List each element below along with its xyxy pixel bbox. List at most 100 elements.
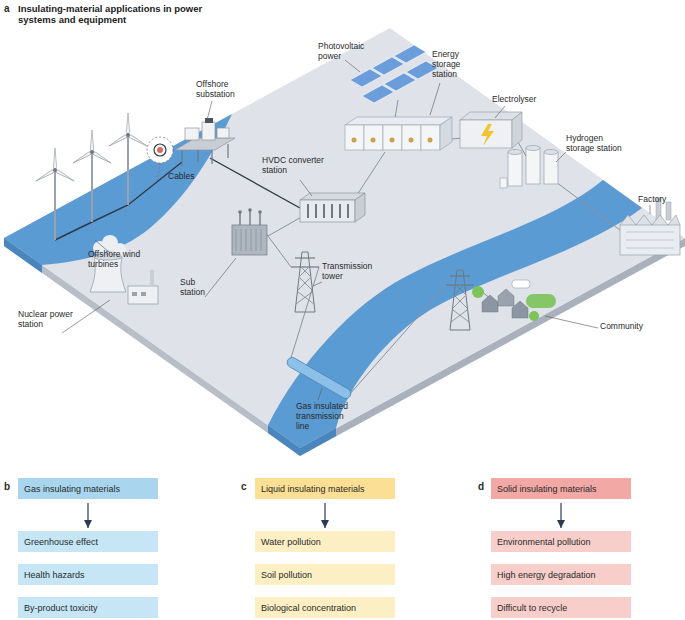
impact-box: Biological concentration [255, 597, 395, 618]
leader-lines-part [430, 83, 440, 115]
hydrogen-tanks [500, 146, 558, 189]
water-part [268, 180, 642, 448]
box-text: Difficult to recycle [497, 603, 567, 613]
hydrogen-tanks-part [526, 148, 540, 184]
hvdc-converter-station-part [300, 200, 355, 222]
community-part [498, 289, 514, 306]
offshore-wind-turbines [35, 113, 148, 240]
nuclear-power-station-part [141, 292, 146, 296]
community-part [482, 295, 498, 312]
leader-lines-part [495, 106, 505, 118]
category-header-box: Solid insulating materials [491, 478, 631, 499]
box-text: Greenhouse effect [24, 537, 98, 547]
box-text: Health hazards [24, 570, 85, 580]
cable-part [55, 162, 182, 240]
leader-lines-part [205, 258, 236, 297]
part-label: Factory [638, 195, 666, 205]
hydrogen-tanks-part [526, 146, 540, 151]
part-label: HVDC converter station [262, 156, 336, 176]
water-part [268, 425, 300, 456]
electrolyser-part [512, 112, 522, 148]
hydrogen-tanks-part [508, 152, 522, 186]
leader-lines-part [318, 388, 322, 400]
part-label: Photovoltaic power [318, 42, 376, 62]
impact-box: Soil pollution [255, 564, 395, 585]
transmission-towers-part [446, 270, 474, 330]
part-label: Hydrogen storage station [566, 134, 632, 154]
photovoltaic-panels-part [394, 45, 426, 63]
part-label: Transmission tower [322, 262, 386, 282]
hydrogen-tanks-part [544, 150, 558, 155]
power-lines-part [556, 182, 628, 236]
part-label: Electrolyser [492, 95, 536, 105]
panel-letter: d [478, 481, 484, 493]
box-text: Environmental pollution [497, 537, 591, 547]
power-lines-part [290, 267, 319, 361]
nuclear-power-station [90, 235, 158, 304]
leader-lines [62, 60, 650, 400]
box-text: By-product toxicity [24, 603, 98, 613]
energy-storage-station-part [409, 138, 414, 143]
photovoltaic-panels-part [372, 57, 404, 75]
community-part [512, 301, 528, 318]
factory-part [620, 215, 680, 225]
electrolyser [460, 112, 522, 148]
gas-insulated-line [285, 356, 352, 401]
panel-letter: a [4, 3, 10, 15]
hydrogen-tanks-part [508, 150, 522, 155]
energy-storage-station-part [371, 138, 376, 143]
nuclear-power-station-part [132, 292, 137, 296]
energy-storage-station-part [440, 117, 452, 150]
electrolyser-part [460, 120, 512, 148]
category-header-box: Liquid insulating materials [255, 478, 395, 499]
hvdc-converter-station-part [300, 193, 365, 200]
photovoltaic-panels [350, 45, 438, 103]
hydrogen-tanks-part [500, 178, 507, 188]
leader-lines-part [650, 205, 651, 214]
substation-part [232, 225, 267, 255]
hvdc-converter-station [300, 193, 365, 222]
impact-box: Health hazards [18, 564, 158, 585]
offshore-substation-part [217, 128, 229, 138]
photovoltaic-panels-part [384, 73, 416, 91]
photovoltaic-panels-part [362, 85, 394, 103]
substation-part [240, 210, 260, 225]
part-label: Offshore wind turbines [88, 250, 150, 270]
box-text: Gas insulating materials [24, 484, 120, 494]
energy-storage-station-part [364, 125, 383, 150]
panel-letter: c [241, 481, 247, 493]
energy-storage-station-part [345, 117, 452, 125]
factory-part [666, 202, 671, 220]
leader-lines-part [313, 282, 322, 286]
arrow-connector [560, 503, 561, 528]
leader-lines-part [300, 180, 312, 196]
part-label: Offshore substation [196, 80, 246, 100]
panel-title: Insulating-material applications in powe… [18, 3, 208, 26]
water-part [4, 238, 42, 273]
arrow-connector [87, 503, 88, 528]
community-part [472, 286, 484, 298]
part-label: Sub station [180, 278, 214, 298]
energy-storage-station-part [428, 138, 433, 143]
leader-lines-part [345, 60, 360, 72]
factory [620, 198, 680, 255]
water-part [4, 114, 232, 265]
offshore-wind-turbines-part [72, 130, 112, 222]
arrow-connector [324, 503, 325, 528]
impact-box: By-product toxicity [18, 597, 158, 618]
impact-box: Greenhouse effect [18, 531, 158, 552]
box-text: Soil pollution [261, 570, 312, 580]
cable-callout-part [147, 137, 173, 163]
electrolyser-part [481, 124, 494, 146]
factory-part [620, 225, 680, 255]
energy-storage-station [345, 117, 452, 150]
offshore-substation-part [205, 118, 213, 123]
power-lines-part [268, 215, 305, 236]
impact-box: Difficult to recycle [491, 597, 631, 618]
leader-lines-part [207, 101, 212, 120]
part-label: Nuclear power station [18, 310, 82, 330]
water-part [300, 428, 336, 456]
leader-lines-part [545, 316, 598, 328]
